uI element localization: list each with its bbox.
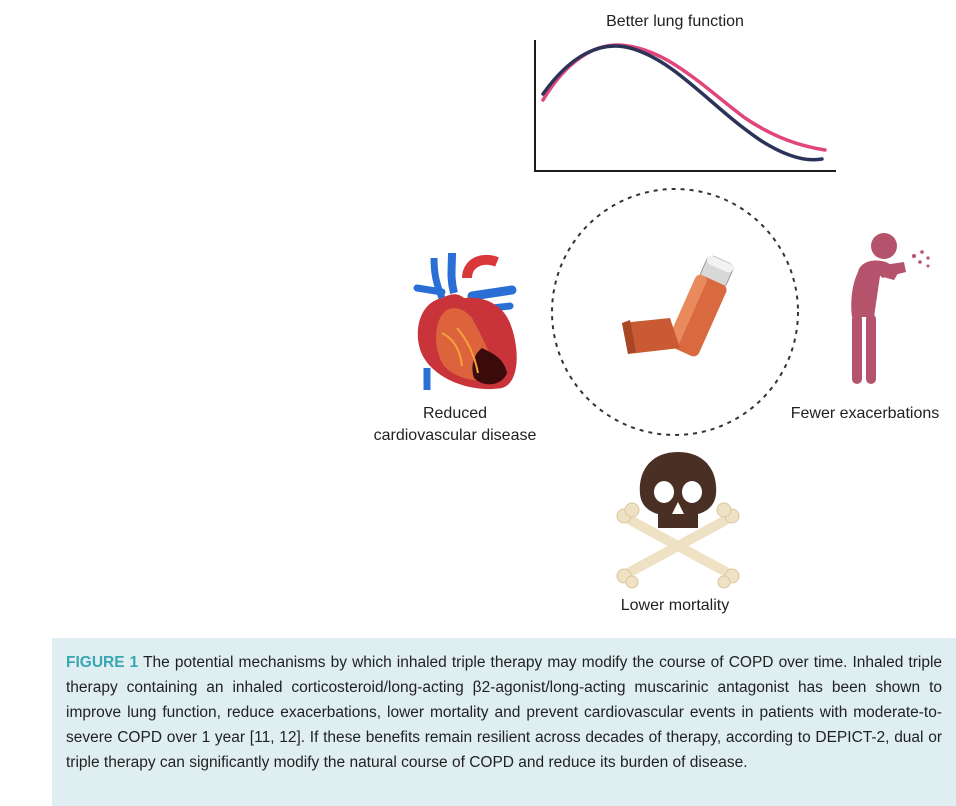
figure-caption: FIGURE 1 The potential mechanisms by whi… (52, 638, 956, 806)
dashed-circle (551, 188, 799, 436)
coughing-person-icon (851, 233, 930, 384)
heart-icon (413, 252, 517, 390)
figure-number: FIGURE 1 (66, 654, 139, 671)
figure-illustration: Better lung function Reduced ca (373, 13, 940, 614)
skull-crossbones-icon (616, 452, 740, 589)
label-cardiovascular: Reduced cardiovascular disease (373, 405, 537, 444)
caption-text: The potential mechanisms by which inhale… (66, 654, 943, 771)
inhaler-icon (622, 255, 734, 357)
label-mortality: Lower mortality (620, 597, 730, 614)
label-exacerbations: Fewer exacerbations (790, 405, 940, 422)
curve-triple-therapy (541, 43, 827, 152)
line-chart-icon (534, 40, 836, 172)
label-lung-function: Better lung function (606, 13, 744, 30)
curve-natural-course (541, 44, 824, 162)
